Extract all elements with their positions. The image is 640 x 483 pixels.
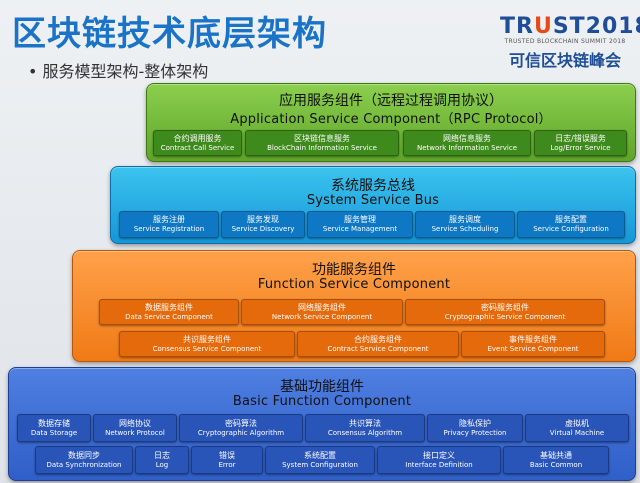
function-service-layer: 功能服务组件 Function Service Component 数据服务组件…: [72, 250, 636, 362]
logo-tagline: TRUSTED BLOCKCHAIN SUMMIT 2018: [504, 38, 626, 45]
layer-title-cn: 应用服务组件（远程过程调用协议）: [279, 93, 503, 109]
slide-title: 区块链技术底层架构: [12, 14, 327, 54]
layer-title-en: Function Service Component: [257, 277, 451, 292]
layer-title-en: Application Service Component（RPC Protoc…: [230, 112, 552, 127]
slide-subtitle: • 服务模型架构-整体架构: [28, 62, 209, 81]
logo-wordmark: TRUST2018: [500, 14, 640, 39]
layer-title-en: Basic Function Component: [232, 394, 412, 409]
logo-chinese-name: 可信区块链峰会: [508, 51, 621, 70]
layer-title-en: System Service Bus: [306, 193, 440, 208]
layer-title-cn: 基础功能组件: [280, 379, 364, 395]
layer-title-cn: 系统服务总线: [331, 178, 415, 194]
summit-logo: TRUST2018 TRUSTED BLOCKCHAIN SUMMIT 2018…: [500, 14, 640, 71]
layer-title-cn: 功能服务组件: [312, 262, 396, 278]
application-service-layer: 应用服务组件（远程过程调用协议） Application Service Com…: [146, 83, 636, 162]
